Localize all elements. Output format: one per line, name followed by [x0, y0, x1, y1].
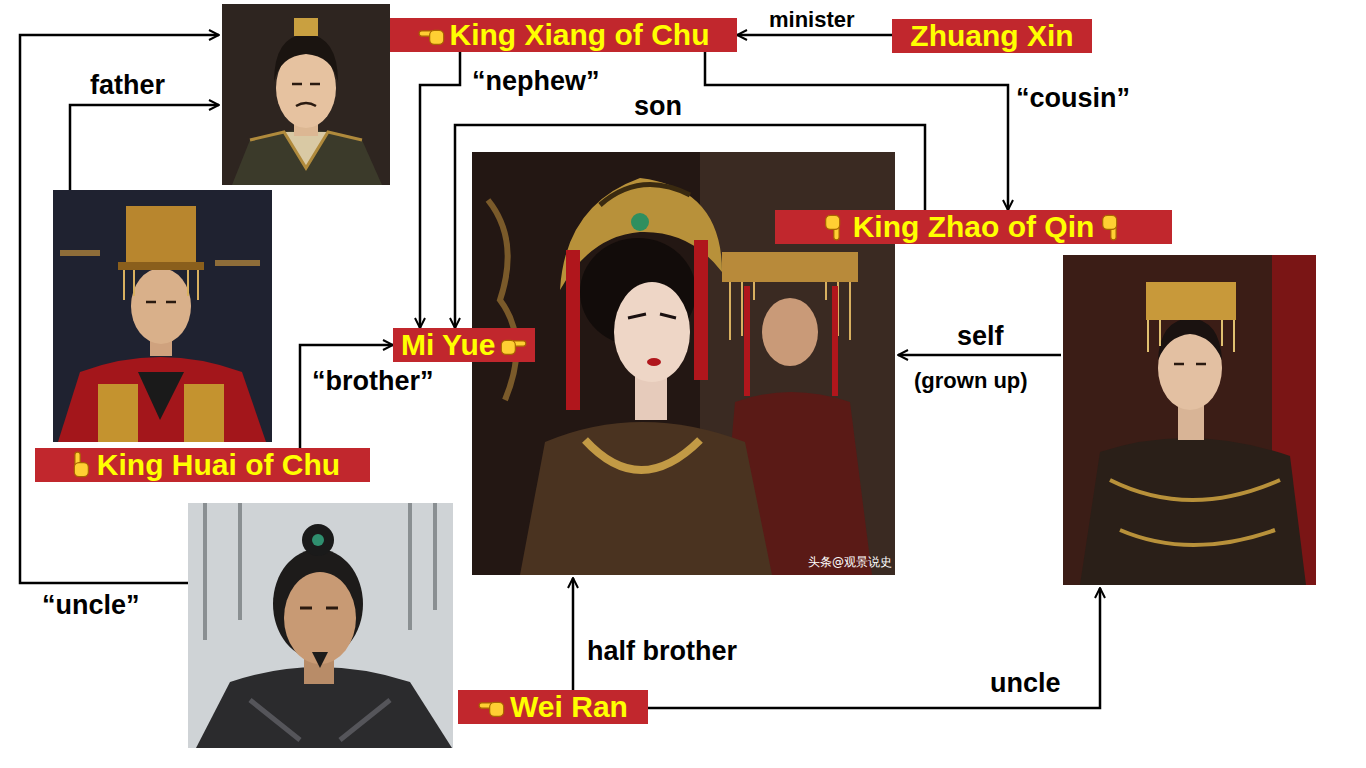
eyes [1174, 363, 1206, 366]
name-tag: King Huai of Chu [35, 448, 370, 482]
name-text: Zhuang Xin [910, 19, 1073, 53]
relation-label: self [955, 321, 1006, 351]
edge-label: minister [767, 8, 857, 32]
hat [722, 252, 858, 282]
relation-arrow [898, 354, 1061, 357]
name-text: King Xiang of Chu [450, 18, 710, 52]
trim [250, 132, 362, 168]
goatee [312, 652, 328, 668]
pointing-hand-icon [821, 213, 849, 241]
relation-arrow [20, 35, 219, 583]
relation-label: uncle [988, 668, 1063, 698]
hand-fist [429, 30, 443, 44]
name-tag: King Xiang of Chu [390, 18, 737, 52]
robe-panel [184, 384, 224, 442]
relation-arrow [705, 52, 1008, 210]
relation-label: father [88, 70, 167, 100]
gem [312, 534, 324, 546]
robe [232, 130, 382, 185]
relation-arrow [300, 345, 393, 448]
headdress-ornament [600, 185, 690, 205]
crown [294, 18, 318, 36]
hand-fist [825, 215, 839, 229]
name-tag: Wei Ran [458, 690, 648, 724]
portrait-photo [222, 4, 390, 185]
fringe [1148, 320, 1234, 352]
face [131, 268, 191, 344]
face [284, 572, 356, 664]
name-text: King Zhao of Qin [853, 210, 1095, 244]
hand-fist [502, 340, 516, 354]
eyes [300, 607, 338, 610]
light [60, 250, 100, 256]
crown [1146, 282, 1236, 320]
eyes [146, 301, 176, 304]
robe [1080, 438, 1306, 585]
topknot [302, 524, 334, 556]
photo-ground [1063, 255, 1316, 585]
face [762, 298, 818, 366]
edge-label: son [632, 91, 684, 121]
photo-ground [472, 152, 895, 575]
eyes [628, 314, 676, 318]
lips [647, 358, 661, 366]
photo-ground [222, 4, 390, 185]
hand-fist [490, 702, 504, 716]
robe-pattern [1110, 480, 1280, 545]
portrait-photo [1063, 255, 1316, 585]
pointing-hand-icon [499, 331, 527, 359]
crown [126, 206, 196, 270]
pointing-hand-icon [1098, 213, 1126, 241]
hand-fist [74, 463, 88, 477]
name-text: Wei Ran [510, 690, 628, 724]
armor-plate [250, 700, 390, 740]
ribbon [832, 286, 838, 396]
ribbon [694, 240, 708, 380]
photo-ground [188, 503, 453, 748]
pointing-hand-icon [418, 21, 446, 49]
collar [284, 132, 328, 168]
face [614, 282, 690, 382]
fringe [124, 270, 198, 300]
eyes [292, 83, 320, 86]
pointing-hand-icon [478, 693, 506, 721]
edge-label: “nephew” [470, 66, 602, 96]
relation-label: “uncle” [40, 590, 142, 620]
jewel [631, 213, 649, 231]
relation-label: half brother [585, 636, 739, 666]
edge-label: “cousin” [1014, 83, 1132, 113]
portrait-photo [472, 152, 895, 575]
crown-board [118, 262, 204, 270]
hair [274, 34, 338, 82]
name-text: Mi Yue [401, 328, 495, 362]
portrait-photo [53, 190, 272, 442]
light [215, 260, 260, 266]
hair [1158, 318, 1222, 360]
dragon-ornament [488, 200, 516, 400]
edge-label: “brother” [310, 366, 436, 396]
robe [520, 422, 772, 575]
pointing-hand-icon [65, 451, 93, 479]
photo-ground [53, 190, 272, 442]
hand-fist [1103, 215, 1117, 229]
mustache [296, 103, 316, 106]
ribbon [566, 250, 580, 410]
ribbon [744, 286, 750, 396]
collar [138, 372, 184, 420]
name-text: King Huai of Chu [97, 448, 340, 482]
relation-arrow [70, 105, 219, 190]
relation-arrow [737, 34, 892, 37]
name-tag: King Zhao of Qin [775, 210, 1172, 244]
name-tag: Mi Yue [393, 328, 535, 362]
portrait-photo [188, 503, 453, 748]
relation-arrow [572, 578, 575, 690]
collar [585, 440, 700, 470]
name-tag: Zhuang Xin [892, 19, 1092, 53]
robe-panel [98, 384, 138, 442]
robe [58, 357, 266, 442]
watermark: 头条@观景说史 [806, 554, 894, 570]
relation-note: (grown up) [912, 368, 1030, 394]
